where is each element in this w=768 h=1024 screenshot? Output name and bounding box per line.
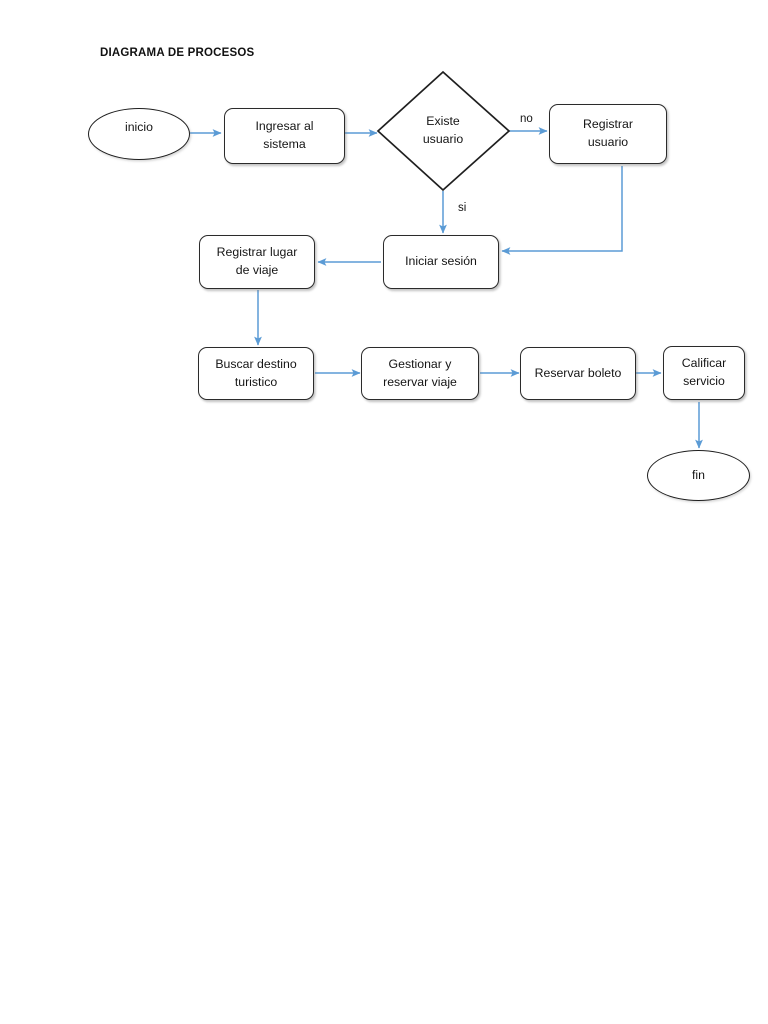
node-registrar-lugar-de-viaje[interactable]: Registrar lugar de viaje	[199, 235, 315, 289]
node-inicio-label: inicio	[124, 120, 154, 134]
node-registrar-usuario-label: Registrar usuario	[583, 117, 633, 149]
node-existe-usuario-label: Existe usuario	[422, 114, 464, 146]
node-fin[interactable]: fin	[647, 450, 750, 501]
node-buscar-destino-turistico[interactable]: Buscar destino turistico	[198, 347, 314, 400]
page-title: DIAGRAMA DE PROCESOS	[100, 47, 255, 59]
node-gestionar-y-reservar-viaje-label: Gestionar y reservar viaje	[383, 356, 457, 389]
node-reservar-boleto[interactable]: Reservar boleto	[520, 347, 636, 400]
node-reservar-boleto-label: Reservar boleto	[534, 365, 622, 380]
node-fin-label: fin	[692, 467, 705, 482]
node-gestionar-y-reservar-viaje[interactable]: Gestionar y reservar viaje	[361, 347, 479, 400]
node-iniciar-sesion[interactable]: Iniciar sesión	[383, 235, 499, 289]
node-calificar-servicio[interactable]: Calificar servicio	[663, 346, 745, 400]
edge-label-no: no	[520, 113, 533, 125]
node-iniciar-sesion-label: Iniciar sesión	[405, 254, 477, 269]
node-registrar-lugar-de-viaje-label: Registrar lugar de viaje	[216, 245, 298, 277]
node-buscar-destino-turistico-label: Buscar destino turistico	[215, 356, 297, 389]
edge-label-si: si	[458, 202, 467, 214]
node-existe-usuario[interactable]: Existe usuario	[395, 104, 491, 158]
node-registrar-usuario[interactable]: Registrar usuario	[549, 104, 667, 164]
node-ingresar-al-sistema[interactable]: Ingresar al sistema	[224, 108, 345, 164]
node-ingresar-al-sistema-label: Ingresar al sistema	[255, 119, 314, 151]
decision-shape-existe-usuario	[376, 70, 511, 192]
node-calificar-servicio-label: Calificar servicio	[681, 356, 727, 388]
node-inicio[interactable]: inicio	[88, 108, 190, 160]
connector-registrar-usuario-to-iniciar-sesion	[501, 166, 623, 255]
